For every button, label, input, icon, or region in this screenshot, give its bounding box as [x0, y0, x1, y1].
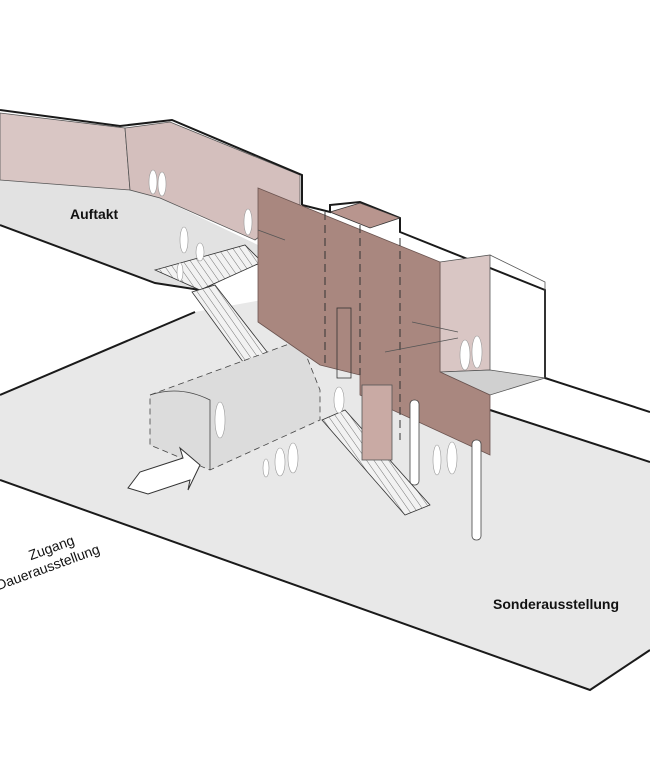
wall-top-edge [0, 109, 303, 205]
gallery-box-edge [489, 254, 546, 378]
roof-tower [328, 202, 402, 229]
tunnel-block [149, 339, 321, 471]
door-outline [336, 307, 352, 379]
column [409, 399, 420, 486]
lower-stair [321, 409, 431, 516]
tunnel-arch [149, 390, 211, 470]
column [471, 439, 482, 541]
label-sonderausstellung: Sonderausstellung [493, 596, 620, 612]
leader-lines [257, 229, 459, 353]
lower-floor-outline [0, 311, 196, 396]
floor-edge-bottom [0, 479, 650, 692]
label-auftakt: Auftakt [70, 206, 119, 222]
people-figures [148, 169, 483, 478]
elevator-shaft [361, 384, 393, 461]
floor-edge-right [489, 409, 650, 463]
access-arrow [127, 446, 201, 495]
feature-wall-panel [257, 187, 491, 456]
